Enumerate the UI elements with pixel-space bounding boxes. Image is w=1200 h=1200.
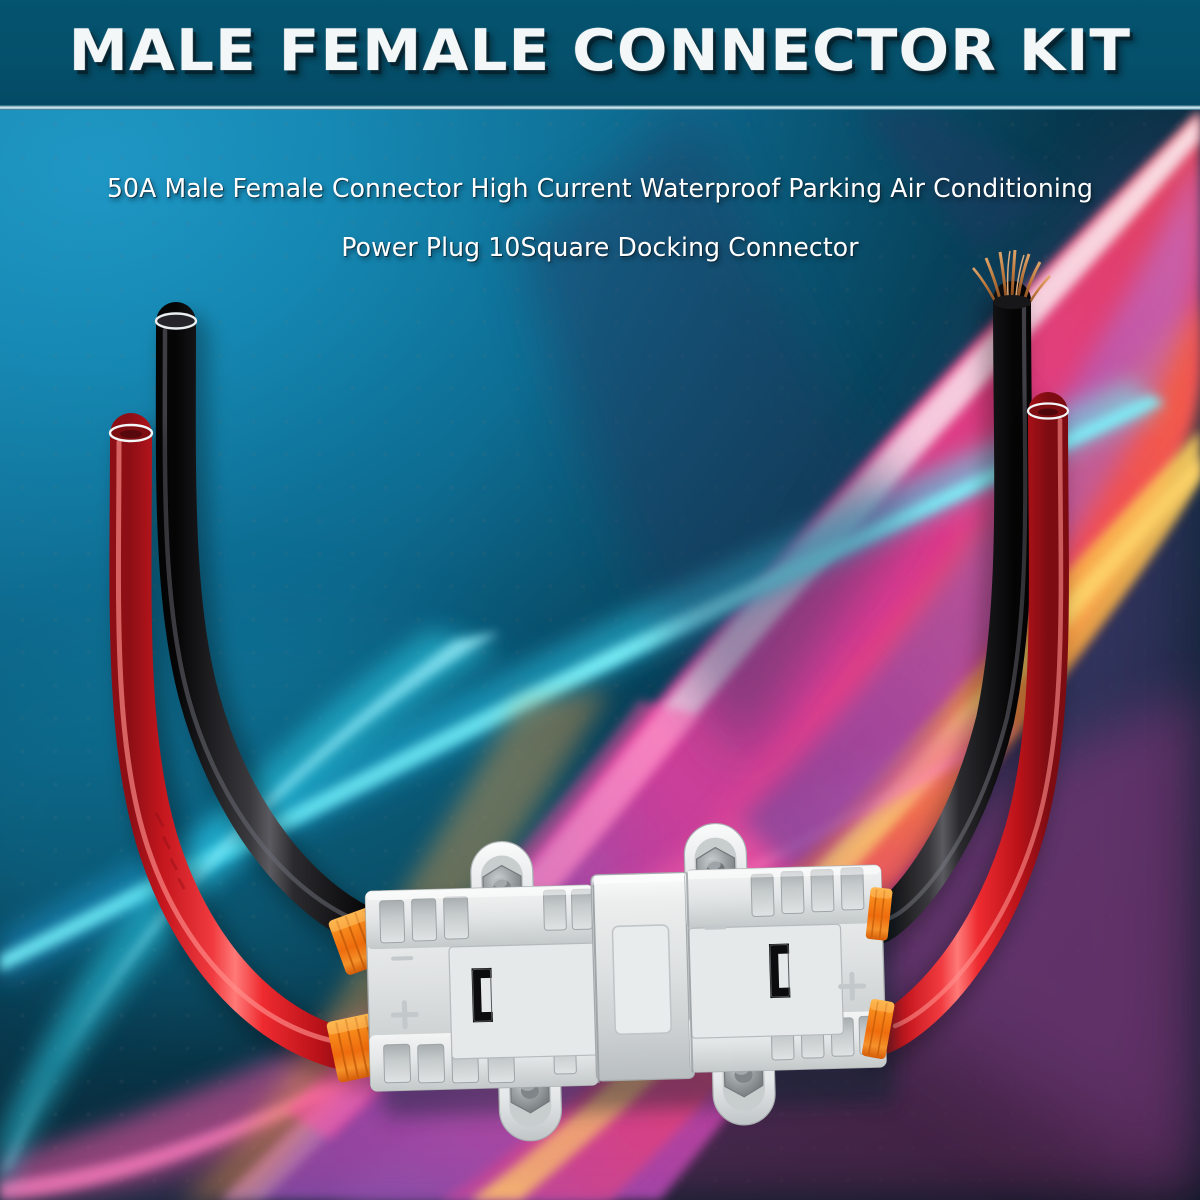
- subtitle-line-2: Power Plug 10Square Docking Connector: [341, 233, 859, 263]
- wire-black-left-end: [154, 312, 198, 330]
- connector-housing-left: [364, 884, 603, 1092]
- wire-group: [108, 249, 1070, 1090]
- polarity-minus-left: [391, 956, 414, 961]
- product-subtitle: 50A Male Female Connector High Current W…: [9, 160, 1191, 278]
- header-bar: MALE FEMALE CONNECTOR KIT: [0, 0, 1200, 110]
- contact-window-left: [471, 967, 493, 1023]
- polarity-plus-left: [390, 1000, 419, 1030]
- wire-print-text: [154, 811, 186, 890]
- wire-red-left-end: [108, 423, 154, 443]
- page-title: MALE FEMALE CONNECTOR KIT: [68, 18, 1132, 84]
- polarity-plus-right: [838, 971, 867, 1001]
- subtitle-line-1: 50A Male Female Connector High Current W…: [106, 174, 1094, 204]
- center-recess-panel: [611, 924, 672, 1036]
- connector-housing-right: [684, 864, 887, 1073]
- contact-window-right: [768, 943, 791, 999]
- wire-red-right-end: [1026, 402, 1070, 420]
- boot-group-right: [861, 887, 895, 1060]
- connector-assembly: [364, 822, 896, 1142]
- polarity-minus-right: [704, 925, 727, 930]
- connector-center-joint: [590, 871, 696, 1082]
